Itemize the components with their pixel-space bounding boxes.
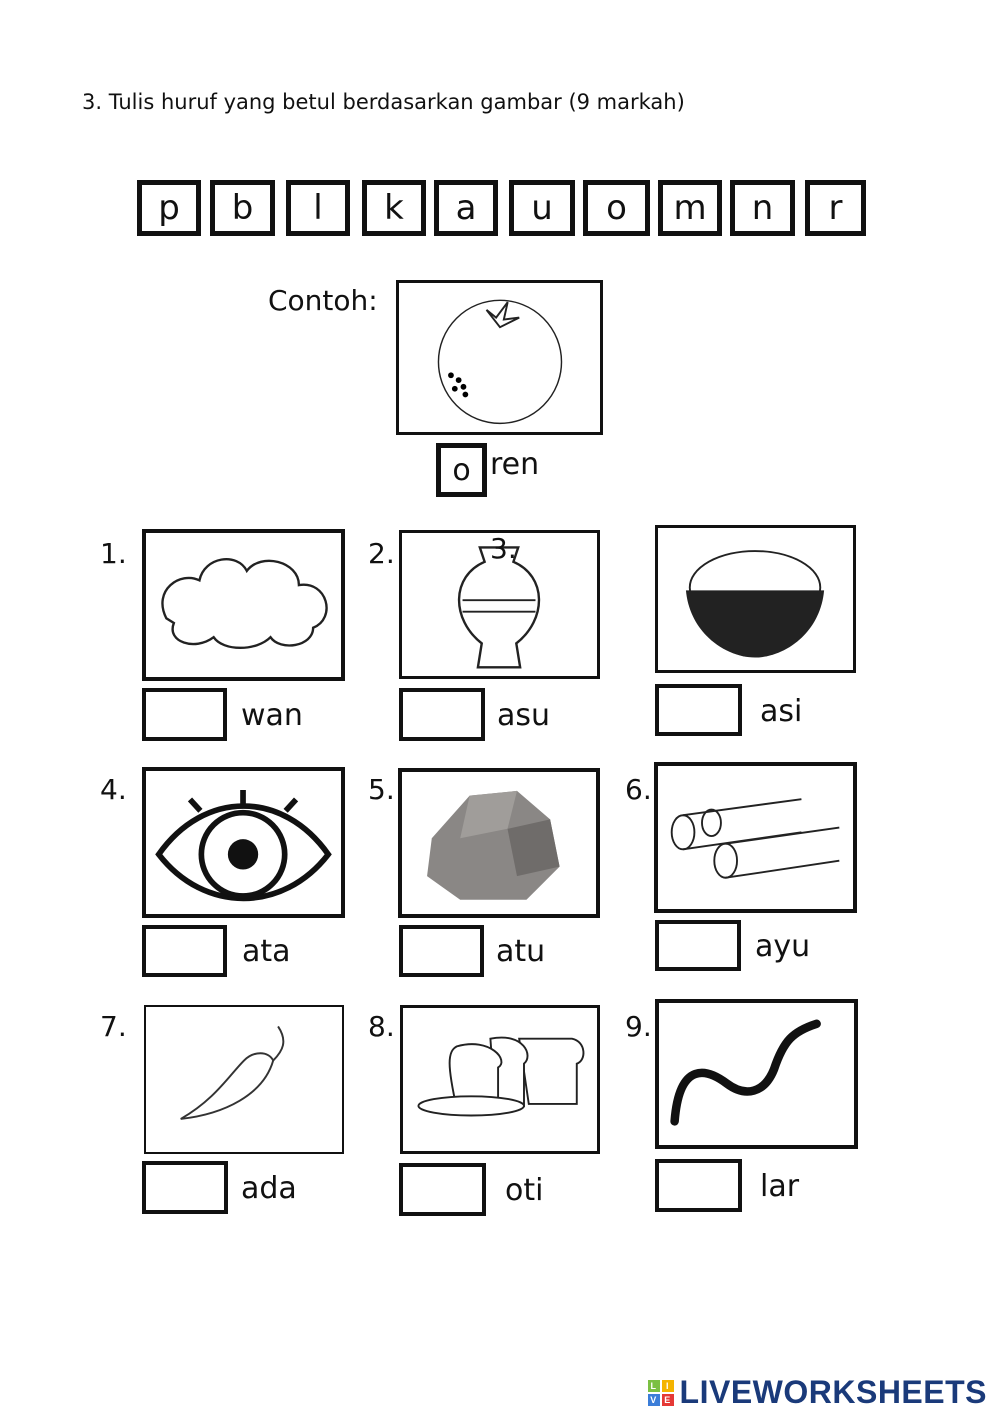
answer-box-7[interactable] [142,1161,228,1214]
answer-box-3[interactable] [655,684,742,736]
liveworksheets-logo: L I V E LIVEWORKSHEETS [647,1374,987,1411]
item-number: 8. [368,1010,395,1043]
letter-tile-l[interactable]: l [286,180,350,236]
word-suffix: ayu [755,929,811,964]
letter-tile-p[interactable]: p [137,180,201,236]
answer-box-9[interactable] [655,1159,742,1212]
item-number: 1. [100,537,127,570]
letter-tile-u[interactable]: u [509,180,575,236]
answer-box-8[interactable] [399,1163,486,1216]
word-suffix: asu [497,698,551,733]
word-suffix: lar [760,1169,800,1204]
word-suffix: wan [241,698,303,733]
rock-icon [398,768,600,918]
example-word-suffix: ren [490,447,540,482]
item-number: 6. [625,773,652,806]
cloud-icon [142,529,345,681]
chili-icon [144,1005,344,1154]
word-suffix: ada [241,1171,297,1206]
answer-box-1[interactable] [142,688,227,741]
item-number: 9. [625,1010,652,1043]
letter-tile-r[interactable]: r [805,180,866,236]
logo-letter: L [647,1379,660,1392]
logo-mark-icon: L I V E [647,1379,674,1406]
letter-tile-a[interactable]: a [434,180,498,236]
letter-tile-b[interactable]: b [210,180,275,236]
answer-box-2[interactable] [399,688,485,741]
example-label: Contoh: [268,284,378,317]
letter-tile-o[interactable]: o [583,180,650,236]
letter-tile-n[interactable]: n [730,180,795,236]
item-number: 2. [368,537,395,570]
logo-letter: E [661,1393,674,1406]
wood-logs-icon [654,762,857,913]
answer-box-4[interactable] [142,925,227,977]
logo-letter: I [661,1379,674,1392]
snake-icon [655,999,858,1149]
item-number: 5. [368,773,395,806]
word-suffix: ata [242,934,291,969]
example-letter-box: o [436,443,487,497]
question-instruction: 3. Tulis huruf yang betul berdasarkan ga… [82,90,685,114]
bread-icon [400,1005,600,1154]
eye-icon [142,767,345,918]
item-number: 4. [100,773,127,806]
letter-tile-k[interactable]: k [362,180,426,236]
letter-tile-m[interactable]: m [658,180,722,236]
answer-box-6[interactable] [655,920,741,971]
item-number: 7. [100,1010,127,1043]
word-suffix: atu [496,934,546,969]
word-suffix: oti [505,1173,544,1208]
vase-icon [399,530,600,679]
answer-box-5[interactable] [399,925,484,977]
rice-bowl-icon [655,525,856,673]
word-suffix: asi [760,694,803,729]
stray-number-label: 3. [490,532,517,565]
logo-letter: V [647,1393,660,1406]
orange-icon [396,280,603,435]
brand-name: LIVEWORKSHEETS [679,1374,987,1410]
